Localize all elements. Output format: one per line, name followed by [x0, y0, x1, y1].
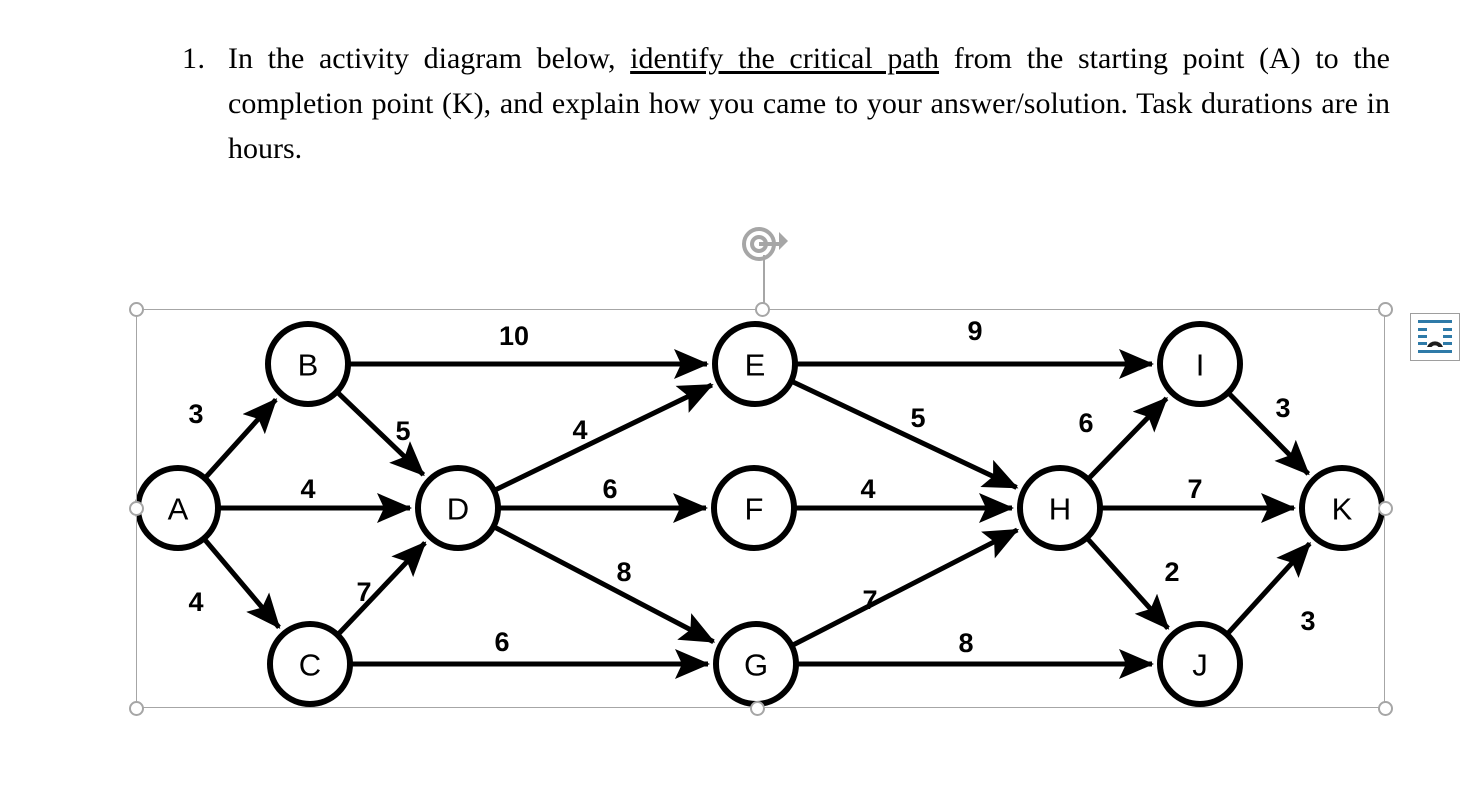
edge-weight-a-b: 3 [188, 399, 203, 429]
edge-a-to-c [202, 537, 281, 629]
edge-a-to-b [203, 397, 278, 480]
edge-h-to-j [1085, 536, 1170, 630]
edge-weight-h-j: 2 [1164, 557, 1179, 587]
edge-weight-f-h: 4 [860, 474, 875, 504]
node-circle-b [265, 321, 351, 407]
node-label-g: G [744, 648, 768, 683]
node-label-b: B [298, 348, 319, 383]
node-circle-j [1157, 621, 1243, 707]
node-e[interactable]: E [712, 321, 798, 407]
layout-options-icon [1418, 320, 1452, 353]
handle-bottom-center[interactable] [750, 701, 765, 716]
node-c[interactable]: C [267, 621, 353, 707]
node-circle-e [712, 321, 798, 407]
edge-weight-h-i: 6 [1078, 408, 1093, 438]
edge-e-to-h [791, 379, 1019, 490]
question-text-part1: In the activity diagram below, [228, 42, 631, 75]
edge-h-to-i [1086, 396, 1169, 481]
handle-middle-right[interactable] [1378, 501, 1393, 516]
node-circle-d [415, 465, 501, 551]
edge-i-to-k [1227, 391, 1311, 476]
handle-top-center[interactable] [755, 302, 770, 317]
edge-weight-a-d: 4 [300, 474, 315, 504]
node-g[interactable]: G [713, 621, 799, 707]
node-a[interactable]: A [135, 465, 221, 551]
edge-weight-c-g: 6 [494, 627, 509, 657]
handle-top-left[interactable] [129, 302, 144, 317]
node-j[interactable]: J [1157, 621, 1243, 707]
edge-j-to-k [1225, 541, 1312, 636]
node-b[interactable]: B [265, 321, 351, 407]
node-label-d: D [447, 492, 469, 527]
edge-weight-d-e: 4 [572, 415, 587, 445]
node-h[interactable]: H [1017, 465, 1103, 551]
edge-d-to-g [493, 524, 716, 644]
node-label-e: E [745, 348, 766, 383]
layout-options-button[interactable] [1410, 313, 1460, 361]
rotation-handle-icon[interactable] [738, 224, 790, 264]
node-circle-c [267, 621, 353, 707]
edges-layer [202, 349, 1312, 679]
node-circle-h [1017, 465, 1103, 551]
nodes-layer: A B C D E F G H I J K [135, 321, 1385, 707]
node-f[interactable]: F [711, 465, 797, 551]
edge-weight-b-d: 5 [395, 416, 410, 446]
question-block: 1. In the activity diagram below, identi… [182, 36, 1390, 171]
handle-bottom-left[interactable] [129, 701, 144, 716]
edge-d-to-e [493, 382, 714, 493]
node-circle-i [1157, 321, 1243, 407]
handle-top-right[interactable] [1378, 302, 1393, 317]
edge-weight-j-k: 3 [1300, 606, 1315, 636]
edge-weight-e-i: 9 [967, 316, 982, 346]
edge-g-to-h [791, 527, 1020, 648]
node-i[interactable]: I [1157, 321, 1243, 407]
edge-weight-c-d: 7 [356, 577, 371, 607]
node-label-a: A [168, 492, 189, 527]
node-label-k: K [1332, 492, 1353, 527]
edge-weight-d-f: 6 [602, 474, 617, 504]
node-label-h: H [1049, 492, 1071, 527]
edge-weight-g-j: 8 [958, 628, 973, 658]
edge-weight-d-g: 8 [616, 557, 631, 587]
edge-weight-h-k: 7 [1187, 474, 1202, 504]
edge-weight-e-h: 5 [910, 403, 925, 433]
node-k[interactable]: K [1299, 465, 1385, 551]
node-label-f: F [745, 492, 764, 527]
handle-bottom-right[interactable] [1378, 701, 1393, 716]
question-text-part2: from the starting point (A) to the compl… [228, 42, 1390, 165]
edge-weight-a-c: 4 [188, 587, 203, 617]
node-label-c: C [299, 648, 321, 683]
node-d[interactable]: D [415, 465, 501, 551]
node-circle-f [711, 465, 797, 551]
edge-weight-b-e: 10 [499, 321, 529, 351]
question-number: 1. [182, 42, 206, 75]
edge-c-to-d [336, 541, 427, 636]
node-label-j: J [1192, 648, 1208, 683]
rotation-handle-stem [763, 255, 765, 305]
edge-weight-g-h: 7 [862, 585, 877, 615]
handle-middle-left[interactable] [129, 501, 144, 516]
node-label-i: I [1196, 348, 1205, 383]
question-text-underlined: identify the critical path [630, 42, 940, 75]
edge-weight-i-k: 3 [1275, 393, 1290, 423]
question-text: In the activity diagram below, identify … [228, 36, 1390, 171]
edge-b-to-d [335, 390, 426, 477]
